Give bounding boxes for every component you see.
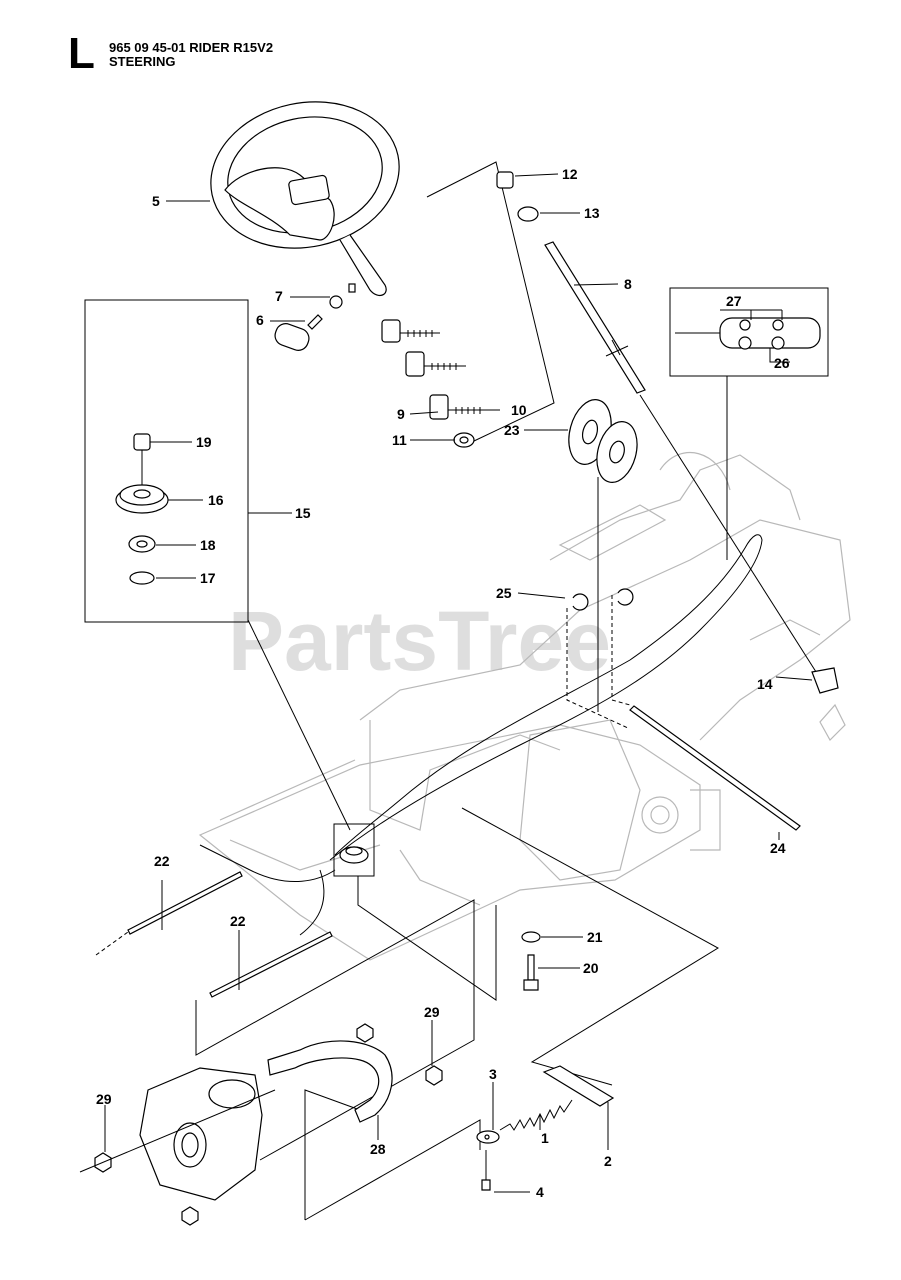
callout-20: 20 xyxy=(583,960,599,976)
housing-axis xyxy=(79,1089,276,1173)
callout-22-upper: 22 xyxy=(154,853,170,869)
chain-connector-inset xyxy=(669,287,829,377)
pulleys xyxy=(568,399,638,483)
bolt-and-washer xyxy=(521,931,541,991)
pulley-assembly-inset xyxy=(84,299,249,623)
pulley-position-box xyxy=(333,823,375,877)
callout-3: 3 xyxy=(489,1066,497,1082)
callout-4: 4 xyxy=(536,1184,544,1200)
callout-9: 9 xyxy=(397,406,405,422)
callout-25: 25 xyxy=(496,585,512,601)
callout-17: 17 xyxy=(200,570,216,586)
callout-26: 26 xyxy=(774,355,790,371)
watermark: PartsTree xyxy=(228,594,611,688)
lower-frame-right xyxy=(357,876,497,1001)
clips xyxy=(572,588,634,611)
callout-11: 11 xyxy=(392,432,407,448)
callout-16: 16 xyxy=(208,492,224,508)
callout-29-right: 29 xyxy=(424,1004,440,1020)
chain-connector xyxy=(675,317,821,350)
callout-5: 5 xyxy=(152,193,160,209)
section-letter: L xyxy=(68,29,95,78)
callout-27: 27 xyxy=(726,293,742,309)
shaft-parts xyxy=(496,171,839,694)
callout-13: 13 xyxy=(584,205,600,221)
nuts xyxy=(94,1023,443,1226)
callout-28: 28 xyxy=(370,1141,386,1157)
callout-6: 6 xyxy=(256,312,264,328)
diagram-header: L 965 09 45-01 RIDER R15V2 STEERING xyxy=(0,0,901,90)
callout-8: 8 xyxy=(624,276,632,292)
callout-labels: 5 7 6 9 10 11 12 13 8 27 26 19 16 15 18 … xyxy=(96,166,790,1200)
lower-frame-bottom xyxy=(304,1089,481,1221)
steering-bracket xyxy=(267,1040,393,1123)
callout-29-left: 29 xyxy=(96,1091,112,1107)
callout-1: 1 xyxy=(541,1130,549,1146)
callout-22-lower: 22 xyxy=(230,913,246,929)
callout-18: 18 xyxy=(200,537,216,553)
lower-frame-long xyxy=(461,807,719,1086)
callout-19: 19 xyxy=(196,434,212,450)
pulley-dash-b xyxy=(611,595,631,706)
rod-24 xyxy=(629,705,801,831)
callout-24: 24 xyxy=(770,840,786,856)
diagram-subtitle: STEERING xyxy=(109,54,176,69)
steering-gear-housing xyxy=(139,1067,263,1201)
callout-14: 14 xyxy=(757,676,773,692)
steering-chain-route xyxy=(199,534,763,936)
inset-leader-15 xyxy=(247,619,351,831)
callout-15: 15 xyxy=(295,505,311,521)
callout-12: 12 xyxy=(562,166,578,182)
center-pulley xyxy=(339,846,369,864)
shaft-group-frame xyxy=(426,161,555,442)
diagram-title: 965 09 45-01 RIDER R15V2 xyxy=(109,40,274,55)
spring-assembly xyxy=(476,1065,615,1191)
callout-2: 2 xyxy=(604,1153,612,1169)
callout-21: 21 xyxy=(587,929,603,945)
callout-10: 10 xyxy=(511,402,527,418)
chassis-frame xyxy=(198,452,851,961)
callout-23: 23 xyxy=(504,422,520,438)
lower-frame-left xyxy=(195,899,475,1161)
column-parts xyxy=(274,283,490,448)
pulley-assembly xyxy=(115,433,169,585)
steering-wheel xyxy=(210,101,400,297)
leader-lines xyxy=(104,173,813,1193)
rods xyxy=(95,871,333,998)
callout-7: 7 xyxy=(275,288,283,304)
pulley-dash-a xyxy=(566,608,629,729)
